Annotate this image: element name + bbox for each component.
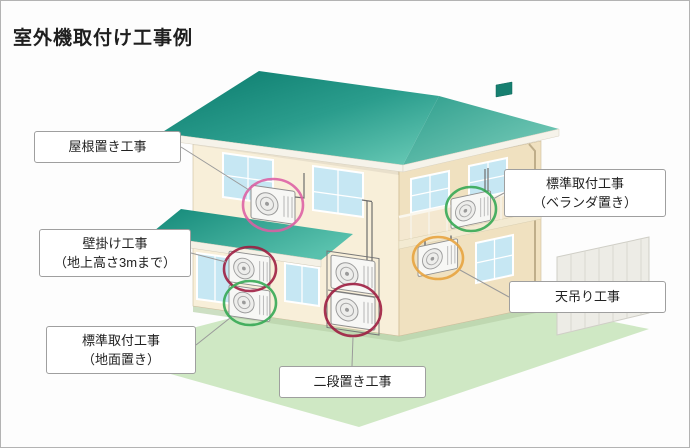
callout-roof-placement: 屋根置き工事 — [34, 131, 181, 163]
callout-sublabel: （ベランダ置き） — [532, 195, 637, 210]
highlight-circles — [222, 177, 498, 338]
roof-vent — [495, 81, 513, 98]
downspout-pipe — [528, 143, 536, 301]
callout-two-tier: 二段置き工事 — [279, 366, 426, 398]
highlight-two-tier-unit-circle — [323, 282, 383, 338]
refrigerant-pipe — [294, 173, 305, 199]
highlight-wall-unit-circle — [222, 245, 278, 293]
callout-ground-standard: 標準取付工事 （地面置き） — [46, 326, 196, 374]
outdoor-unit-veranda — [450, 168, 492, 230]
callout-label: 標準取付工事 — [545, 175, 624, 191]
page-title: 室外機取付け工事例 — [13, 28, 194, 49]
callout-sublabel: （地面置き） — [81, 352, 160, 367]
callout-label: 二段置き工事 — [313, 374, 392, 390]
callout-ceiling-hung: 天吊り工事 — [509, 281, 666, 313]
callout-lines — [180, 146, 510, 367]
highlight-roof-unit-circle — [241, 177, 305, 233]
outdoor-unit-roof — [250, 173, 305, 225]
highlight-veranda-unit-circle — [444, 185, 498, 233]
highlight-ground-unit-circle — [222, 279, 278, 327]
callout-label: 標準取付工事 — [81, 332, 160, 348]
callout-wall-mounted: 壁掛け工事 （地上高さ3mまで） — [39, 229, 191, 277]
highlight-ceiling-unit-circle — [411, 235, 465, 281]
first-floor-openings — [196, 233, 514, 308]
callout-sublabel: （地上高さ3mまで） — [53, 255, 177, 270]
upper-roof — [160, 71, 560, 173]
callout-label: 天吊り工事 — [554, 289, 620, 305]
callout-veranda-standard: 標準取付工事 （ベランダ置き） — [504, 169, 666, 217]
callout-label: 壁掛け工事 — [82, 235, 148, 251]
lawn — [96, 277, 649, 427]
callout-label: 屋根置き工事 — [68, 139, 147, 155]
